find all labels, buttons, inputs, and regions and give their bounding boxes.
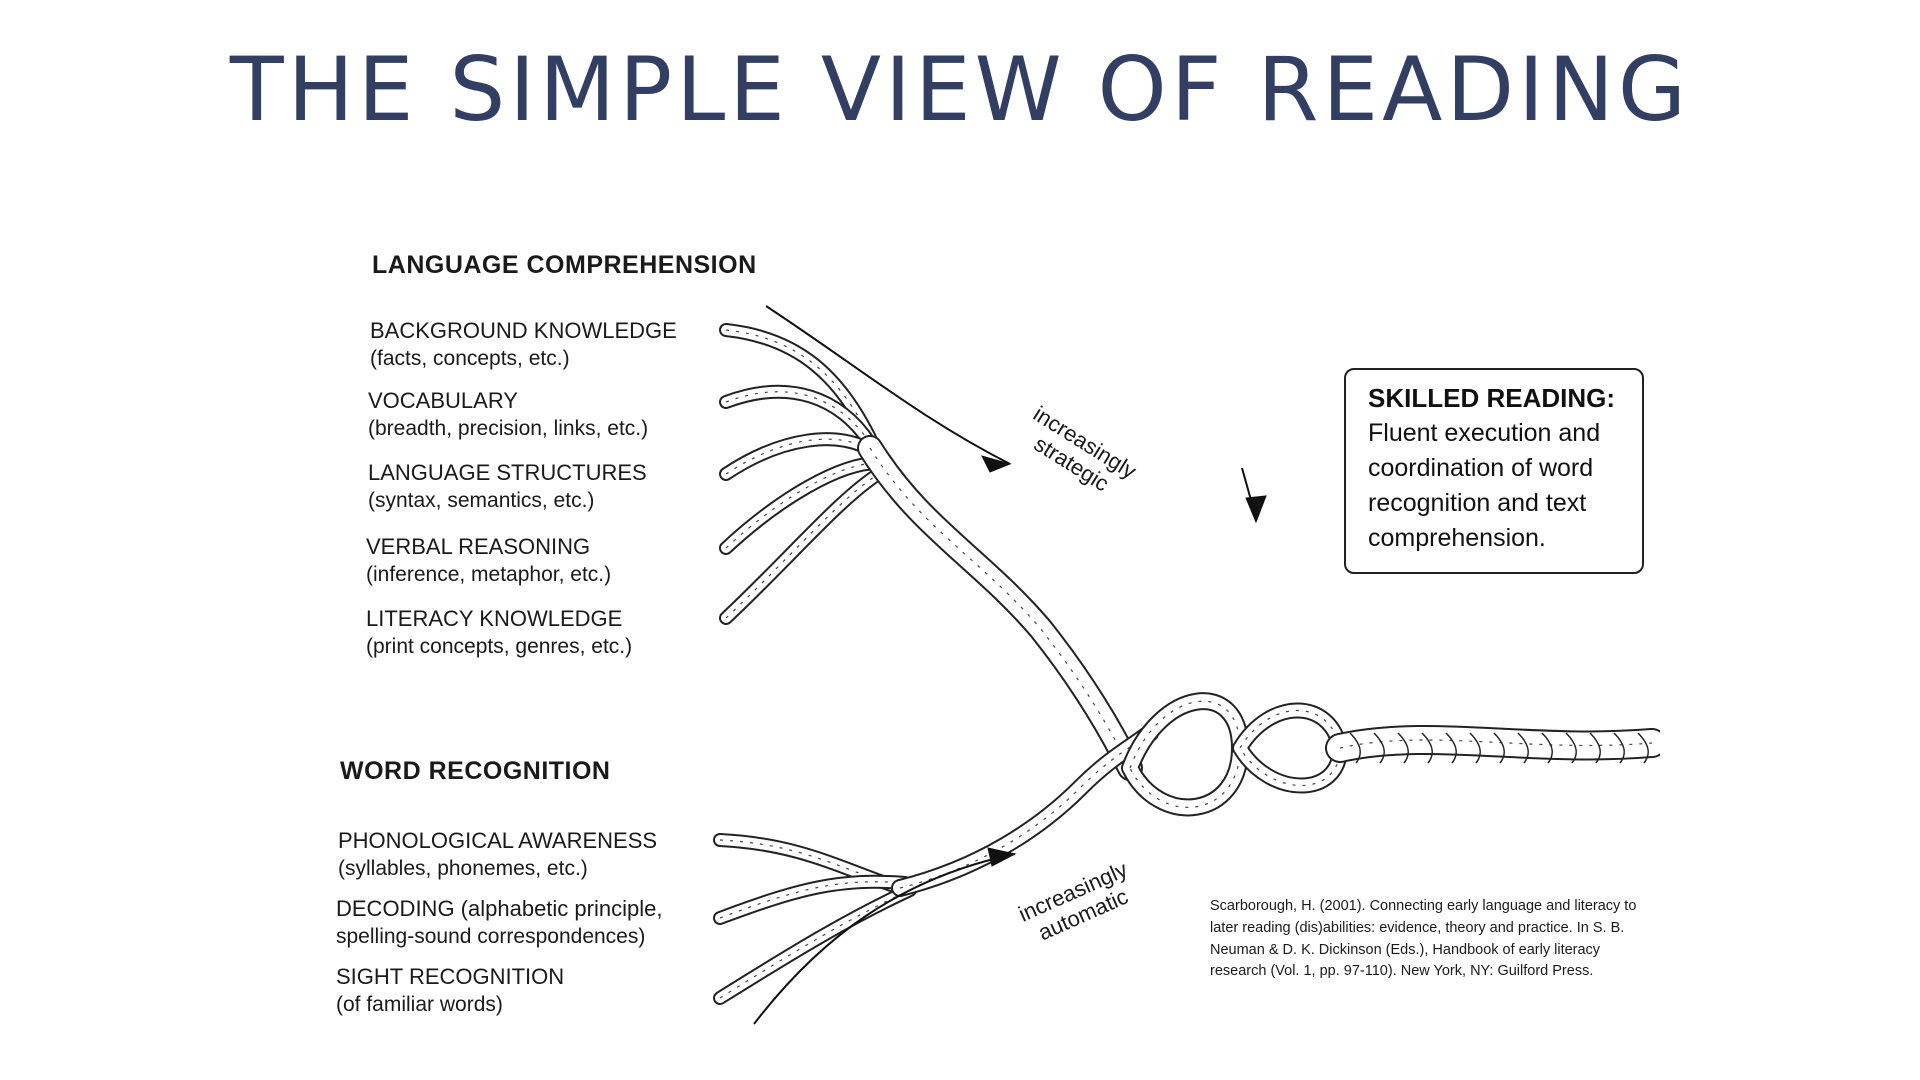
lower-strand-1-texture — [719, 881, 906, 919]
strand-sight-recognition-title: SIGHT RECOGNITION — [336, 964, 565, 989]
strategic-arrowhead — [981, 455, 1012, 473]
strand-decoding-subtitle: spelling-sound correspondences) — [336, 925, 646, 948]
skilled-reading-line4: comprehension. — [1368, 523, 1546, 552]
strand-decoding-title: DECODING (alphabetic principle, — [336, 896, 663, 921]
upper-strand-4-texture — [725, 472, 881, 619]
braid-twist-mark — [1517, 732, 1529, 764]
slide-title: THE SIMPLE VIEW OF READING — [229, 38, 1691, 141]
skilled-reading-line1: Fluent execution and — [1368, 418, 1601, 447]
skilled-reading-title: SKILLED READING: — [1368, 383, 1615, 413]
upper-strand-0-fill — [721, 325, 875, 443]
skilled-reading-box: SKILLED READING: Fluent execution and co… — [1344, 368, 1644, 574]
braid-twist-mark — [1421, 732, 1433, 764]
strand-vocabulary-subtitle: (breadth, precision, links, etc.) — [368, 417, 649, 440]
strand-verbal-reasoning-title: VERBAL REASONING — [366, 534, 591, 559]
upper-strand-2-texture — [725, 438, 876, 475]
upper-strand-3-texture — [725, 462, 879, 549]
strand-background-knowledge-title: BACKGROUND KNOWLEDGE — [370, 318, 677, 343]
braid-twist-mark — [1589, 732, 1601, 764]
upper-cord-fill — [859, 437, 1141, 779]
skilled-rope-fill — [1327, 727, 1660, 761]
strand-phonological-awareness-title: PHONOLOGICAL AWARENESS — [338, 828, 658, 853]
upper-strand-1-fill — [721, 386, 875, 448]
braid-twist-mark — [1493, 732, 1505, 764]
skilled-reading-line2: coordination of word — [1368, 453, 1594, 482]
lower-strand-2-texture — [719, 889, 911, 999]
strand-background-knowledge-subtitle: (facts, concepts, etc.) — [370, 347, 570, 370]
citation-text: Scarborough, H. (2001). Connecting early… — [1210, 898, 1637, 980]
language-comprehension-heading: LANGUAGE COMPREHENSION — [372, 251, 757, 279]
strand-language-structures-title: LANGUAGE STRUCTURES — [368, 460, 647, 485]
word-recognition-heading: WORD RECOGNITION — [340, 757, 611, 785]
strand-vocabulary-title: VOCABULARY — [368, 388, 518, 413]
braid-twist-mark — [1637, 732, 1649, 764]
reading-rope-diagram: LANGUAGE COMPREHENSION BACKGROUND KNOWLE… — [280, 228, 1660, 1034]
automatic-arrowhead — [987, 847, 1017, 867]
braid-twist-mark — [1613, 732, 1625, 764]
braid-twist-mark — [1373, 732, 1385, 764]
skilled-box-pointer-head — [1245, 495, 1267, 524]
strategic-arrow-line — [765, 305, 1011, 465]
rope-illustration — [713, 305, 1660, 1025]
strand-literacy-knowledge-subtitle: (print concepts, genres, etc.) — [366, 635, 633, 658]
skilled-reading-line3: recognition and text — [1368, 488, 1587, 517]
strand-language-structures-subtitle: (syntax, semantics, etc.) — [368, 489, 595, 512]
braid-twist-mark — [1469, 732, 1481, 764]
braid-twist-mark — [1541, 732, 1553, 764]
strand-sight-recognition-subtitle: (of familiar words) — [336, 993, 503, 1016]
upper-cord-texture — [869, 447, 1131, 769]
strand-literacy-knowledge-title: LITERACY KNOWLEDGE — [366, 606, 623, 631]
braid-twist-mark — [1397, 732, 1409, 764]
braid-loop-2-texture — [1239, 709, 1341, 787]
braid-twist-mark — [1445, 732, 1457, 764]
automatic-arrow-line — [753, 853, 1016, 1025]
strand-phonological-awareness-subtitle: (syllables, phonemes, etc.) — [338, 857, 588, 880]
braid-twist-mark — [1565, 732, 1577, 764]
strand-verbal-reasoning-subtitle: (inference, metaphor, etc.) — [366, 563, 612, 586]
braid-twist-mark — [1349, 732, 1361, 764]
